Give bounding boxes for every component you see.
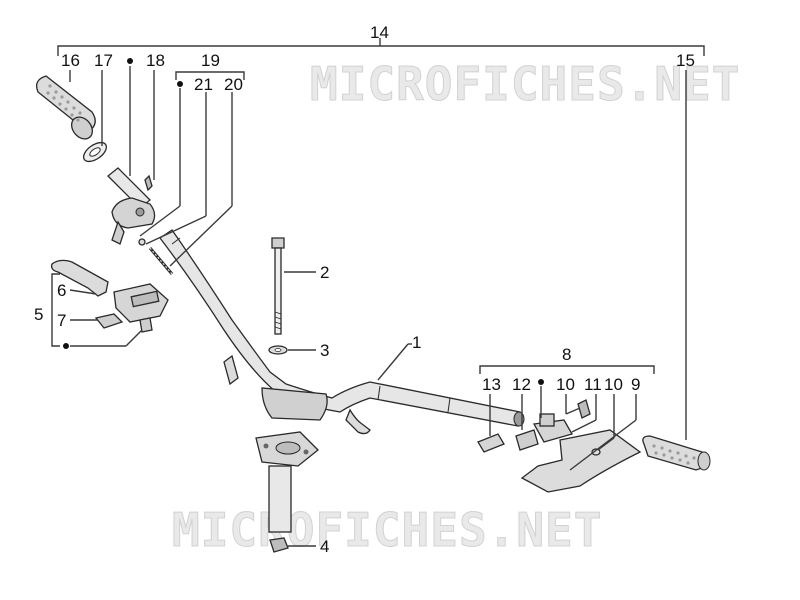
throttle-tube (107, 167, 151, 209)
right-clamp (515, 429, 539, 451)
right-grip (642, 435, 711, 471)
label-13: 13 (482, 375, 501, 394)
housing-screw (148, 247, 174, 275)
label-2: 2 (320, 263, 329, 282)
throttle-housing (111, 174, 156, 245)
label-5: 5 (34, 305, 43, 324)
label-20: 20 (224, 75, 243, 94)
label-9: 9 (631, 375, 640, 394)
label-10b: 10 (604, 375, 623, 394)
label-15: 15 (676, 51, 695, 70)
label-21: 21 (194, 75, 213, 94)
label-3: 3 (320, 341, 329, 360)
left-clamp (94, 313, 124, 329)
left-brake-lever (50, 259, 109, 297)
label-16: 16 (61, 51, 80, 70)
small-washer (138, 238, 146, 246)
label-10: 10 (556, 375, 575, 394)
right-sensor (477, 433, 505, 453)
right-lever-holder (532, 413, 573, 443)
right-washer (591, 448, 601, 456)
label-6: 6 (57, 281, 66, 300)
handlebar (159, 229, 525, 435)
watermark-bottom: MICROFICHES.NET (172, 503, 602, 557)
clamp-plate (255, 431, 319, 467)
label-12: 12 (512, 375, 531, 394)
label-18: 18 (146, 51, 165, 70)
label-11: 11 (584, 375, 602, 394)
watermark-top: MICROFICHES.NET (310, 57, 740, 111)
clamp-bolt (271, 237, 285, 335)
column-nut (269, 537, 289, 553)
label-7: 7 (57, 311, 66, 330)
steering-column (268, 465, 292, 533)
label-17: 17 (94, 51, 113, 70)
lever-screw (577, 399, 591, 419)
label-14: 14 (370, 23, 389, 42)
left-master-cylinder (113, 283, 169, 333)
label-1: 1 (412, 333, 421, 352)
label-8: 8 (562, 345, 571, 364)
leader-lines (51, 38, 705, 547)
label-4: 4 (320, 537, 329, 556)
label-19: 19 (201, 51, 220, 70)
left-grip (35, 75, 96, 140)
